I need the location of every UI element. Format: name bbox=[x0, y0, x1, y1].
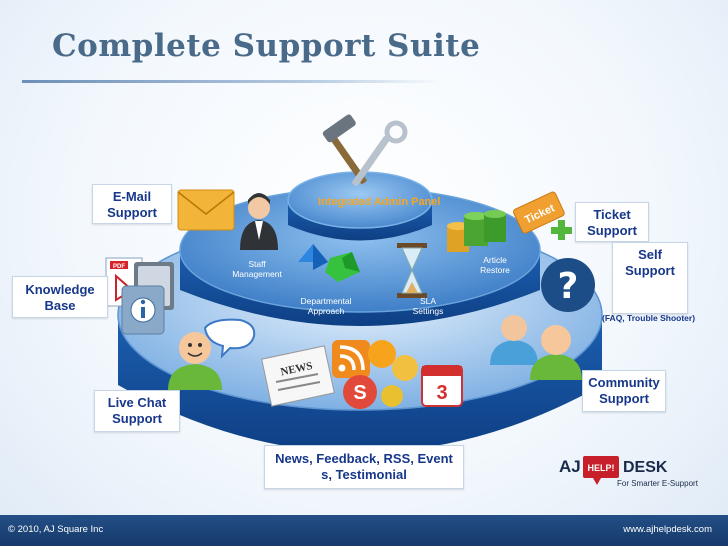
admin-panel-label: Integrated Admin Panel bbox=[318, 195, 440, 209]
self-label-line1: Self bbox=[638, 247, 662, 262]
logo-tagline: For Smarter E-Support bbox=[617, 479, 699, 488]
news-feedback-label: News, Feedback, RSS, Event s, Testimonia… bbox=[264, 445, 464, 489]
chat-person-icon bbox=[168, 318, 256, 390]
copyright-text: © 2010, AJ Square Inc bbox=[8, 524, 104, 535]
calendar-icon-text: 3 bbox=[436, 382, 447, 404]
svg-text:?: ? bbox=[558, 266, 579, 307]
gems-icon bbox=[298, 244, 360, 282]
livechat-label-line1: Live Chat bbox=[107, 395, 167, 410]
ticket-label-line2: Support bbox=[587, 223, 637, 238]
staff-management-label: Staff Management bbox=[222, 259, 292, 279]
departmental-label-line2: Approach bbox=[307, 306, 345, 316]
news-label-line1: News, Feedback, RSS, Event bbox=[275, 451, 453, 466]
self-support-label: Self Support bbox=[612, 242, 688, 314]
sla-label-line1: SLA bbox=[419, 296, 437, 306]
self-label-line2: Support bbox=[625, 263, 675, 278]
news-label-line2: s, Testimonial bbox=[321, 467, 407, 482]
staff-label-line1: Staff bbox=[248, 259, 266, 269]
aj-helpdesk-logo: AJ HELP! DESK For Smarter E-Support bbox=[557, 452, 707, 492]
admin-panel-label-text: Integrated Admin Panel bbox=[318, 196, 441, 208]
sla-label-line2: Settings bbox=[412, 306, 444, 316]
community-people-icon bbox=[490, 315, 582, 380]
title-underline bbox=[22, 80, 442, 83]
svg-text:S: S bbox=[353, 382, 366, 404]
email-envelope-icon bbox=[177, 189, 235, 231]
community-support-label: Community Support bbox=[582, 370, 666, 412]
plus-icon bbox=[551, 220, 572, 240]
website-link[interactable]: www.ajhelpdesk.com bbox=[623, 524, 712, 535]
newspaper-icon: NEWS bbox=[261, 345, 335, 407]
email-label-line1: E-Mail bbox=[112, 189, 152, 204]
hourglass-icon bbox=[397, 243, 427, 298]
email-label-line2: Support bbox=[107, 205, 157, 220]
sla-settings-label: SLA Settings bbox=[402, 296, 454, 316]
staff-label-line2: Management bbox=[232, 269, 282, 279]
departmental-label-line1: Departmental bbox=[300, 296, 352, 306]
knowledge-label-line1: Knowledge bbox=[25, 282, 95, 297]
question-mark-icon: ? bbox=[541, 258, 595, 312]
knowledge-base-label: Knowledge Base bbox=[12, 276, 108, 318]
footer-bar: © 2010, AJ Square Inc www.ajhelpdesk.com bbox=[0, 515, 728, 546]
article-restore-label: Article Restore bbox=[470, 255, 520, 275]
article-label-line1: Article bbox=[483, 255, 507, 265]
pdf-icon-text: PDF bbox=[113, 264, 125, 270]
logo-desk: DESK bbox=[623, 459, 668, 476]
feedback-smileys-icon: S bbox=[343, 340, 418, 409]
livechat-label-line2: Support bbox=[112, 411, 162, 426]
ticket-support-label: Ticket Support bbox=[575, 202, 649, 242]
logo-graphic: AJ HELP! DESK For Smarter E-Support bbox=[559, 456, 699, 488]
logo-aj: AJ bbox=[559, 457, 581, 476]
community-label-line2: Support bbox=[599, 391, 649, 406]
departmental-approach-label: Departmental Approach bbox=[288, 296, 364, 316]
self-support-note: (FAQ, Trouble Shooter) bbox=[602, 313, 696, 323]
ticket-label-line1: Ticket bbox=[593, 207, 631, 222]
tools-icon bbox=[322, 114, 408, 187]
knowledge-label-line2: Base bbox=[44, 298, 76, 313]
staff-person-icon bbox=[240, 193, 278, 250]
event-calendar-icon: 3 bbox=[421, 365, 463, 407]
community-label-line1: Community bbox=[588, 375, 660, 390]
rss-icon bbox=[332, 340, 370, 378]
email-support-label: E-Mail Support bbox=[92, 184, 172, 224]
logo-help: HELP! bbox=[588, 463, 615, 473]
article-label-line2: Restore bbox=[480, 265, 510, 275]
slide-title: Complete Support Suite bbox=[52, 28, 481, 64]
documents-icon: PDF bbox=[105, 257, 174, 335]
live-chat-support-label: Live Chat Support bbox=[94, 390, 180, 432]
database-icon bbox=[447, 210, 506, 252]
